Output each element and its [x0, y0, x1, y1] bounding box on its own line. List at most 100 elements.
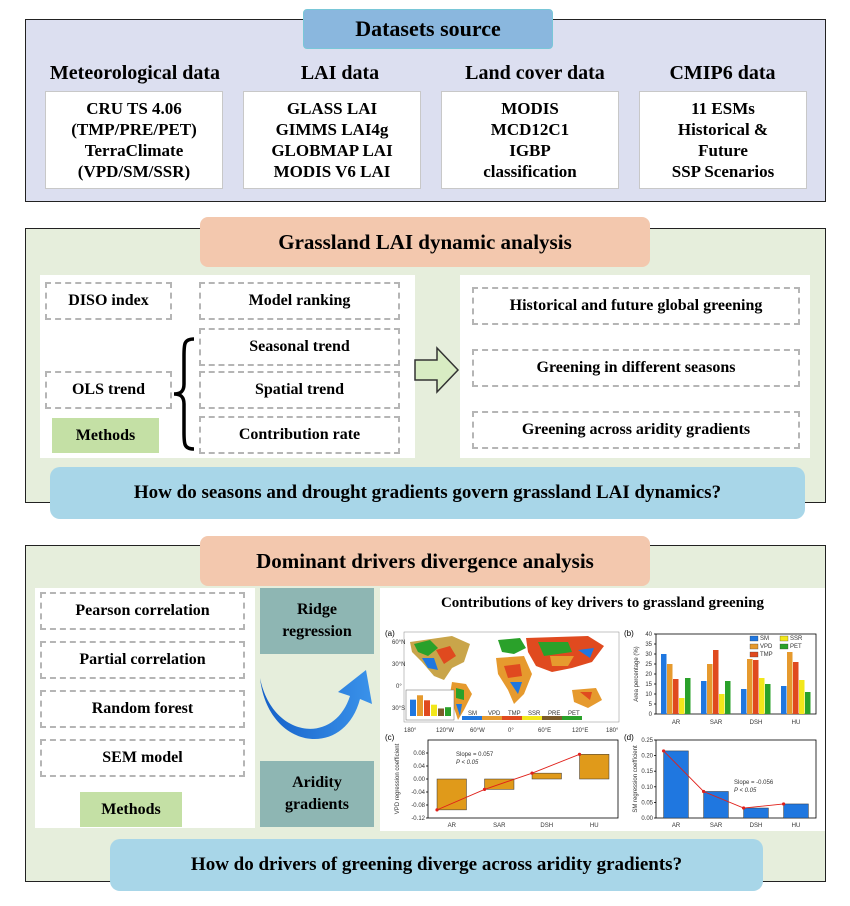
legend-swatch: [749, 635, 759, 642]
x-tick-label: SAR: [710, 720, 723, 726]
inset-bar: [417, 695, 423, 716]
map-land: [410, 636, 604, 720]
drivers-methods-label: Methods: [80, 792, 182, 827]
ridge-regression-box: Ridge regression: [260, 588, 374, 654]
x-tick-label: HU: [792, 720, 801, 726]
bar: [579, 754, 610, 780]
ds-line: TerraClimate: [84, 141, 184, 160]
partial-box: Partial correlation: [40, 641, 245, 679]
ridge-line: Ridge: [297, 601, 337, 618]
bar: [679, 698, 685, 714]
trend-line: [663, 750, 784, 809]
legend-swatch: [779, 635, 789, 642]
global-greening-box: Historical and future global greening: [472, 287, 800, 325]
bar: [781, 686, 787, 714]
legend-swatch: [522, 716, 542, 720]
trend-point: [482, 787, 487, 791]
x-tick-label: HU: [590, 823, 599, 829]
curved-arrow-icon: [260, 670, 372, 740]
bar: [673, 679, 679, 714]
lon-label: 120°W: [436, 728, 454, 734]
y-tick-label: 20: [645, 672, 652, 678]
y-tick-label: 10: [645, 692, 652, 698]
trend-point: [577, 752, 582, 756]
lai-title: Grassland LAI dynamic analysis: [200, 217, 650, 267]
aridity-line: Aridity: [292, 774, 342, 791]
y-tick-label: 0.10: [641, 785, 653, 791]
y-tick-label: 0: [649, 712, 653, 718]
lat-label: 30°N: [392, 662, 405, 668]
ols-trend-box: OLS trend: [45, 371, 172, 409]
lat-label: 60°N: [392, 640, 405, 646]
ds-line: Historical &: [677, 120, 769, 139]
trend-point: [435, 808, 439, 812]
ds-line: (TMP/PRE/PET): [71, 120, 197, 139]
bar: [667, 664, 673, 714]
lon-labels: 180° 120°W 60°W 0° 60°E 120°E 180°: [404, 728, 619, 734]
ds-line: GLASS LAI: [286, 99, 378, 118]
y-tick-label: -0.04: [411, 790, 425, 796]
bar: [741, 689, 747, 714]
ridge-line: regression: [282, 623, 352, 640]
y-tick-label: 5: [649, 702, 653, 708]
spatial-trend-box: Spatial trend: [199, 371, 400, 409]
legend-swatch: [542, 716, 562, 720]
right-arrow-icon: [414, 346, 460, 394]
panel-c-label: (c): [385, 733, 395, 742]
model-ranking-box: Model ranking: [199, 282, 400, 320]
legend-label: SM: [468, 711, 477, 717]
bar: [701, 681, 707, 714]
p-value-annotation: P < 0.05: [734, 788, 757, 794]
contrib-title: Contributions of key drivers to grasslan…: [440, 595, 765, 611]
ds-line: GLOBMAP LAI: [271, 141, 393, 160]
y-tick-label: 0.08: [413, 751, 425, 757]
legend-swatch: [562, 716, 582, 720]
bar: [713, 650, 719, 714]
lai-heading: LAI data: [300, 62, 380, 84]
bar: [787, 652, 793, 714]
ds-line: classification: [483, 162, 577, 181]
bar: [707, 664, 713, 714]
trend-point: [662, 749, 666, 753]
map-inset: [405, 689, 455, 721]
x-tick-label: DSH: [750, 823, 763, 829]
y-tick-label: 30: [645, 652, 652, 658]
bar: [663, 750, 689, 819]
meteorological-heading: Meteorological data: [49, 62, 221, 84]
lat-label: 0°: [396, 684, 402, 690]
bar: [703, 791, 729, 819]
inset-bar: [445, 707, 451, 716]
diso-index-box: DISO index: [45, 282, 172, 320]
legend-label: VPD: [488, 711, 501, 717]
aridity-greening-box: Greening across aridity gradients: [472, 411, 800, 449]
legend-label: SM: [760, 636, 769, 642]
drivers-question: How do drivers of greening diverge acros…: [110, 839, 763, 891]
x-tick-label: DSH: [750, 720, 763, 726]
lat-label: 30°S: [392, 706, 405, 712]
bar: [799, 680, 805, 714]
meteorological-box: CRU TS 4.06 (TMP/PRE/PET) TerraClimate (…: [45, 91, 223, 189]
panel-b-label: (b): [624, 629, 634, 638]
lon-label: 60°E: [538, 728, 551, 734]
bar: [783, 803, 809, 819]
lon-label: 180°: [606, 728, 619, 734]
trend-point: [742, 806, 746, 810]
bar: [793, 662, 799, 714]
ds-line: (VPD/SM/SSR): [77, 162, 191, 181]
aridity-line: gradients: [285, 796, 349, 813]
pearson-box: Pearson correlation: [40, 592, 245, 630]
legend-label: PRE: [548, 711, 560, 717]
legend-label: SSR: [790, 636, 803, 642]
plot-frame: [655, 739, 817, 819]
p-value-annotation: P < 0.05: [456, 760, 479, 766]
legend-swatch: [779, 643, 789, 650]
y-tick-label: 0.15: [641, 769, 653, 775]
inset-bar: [424, 700, 430, 716]
cmip6-box: 11 ESMs Historical & Future SSP Scenario…: [639, 91, 807, 189]
bar: [805, 692, 811, 714]
bar: [765, 684, 771, 714]
y-tick-label: 0.04: [413, 764, 425, 770]
